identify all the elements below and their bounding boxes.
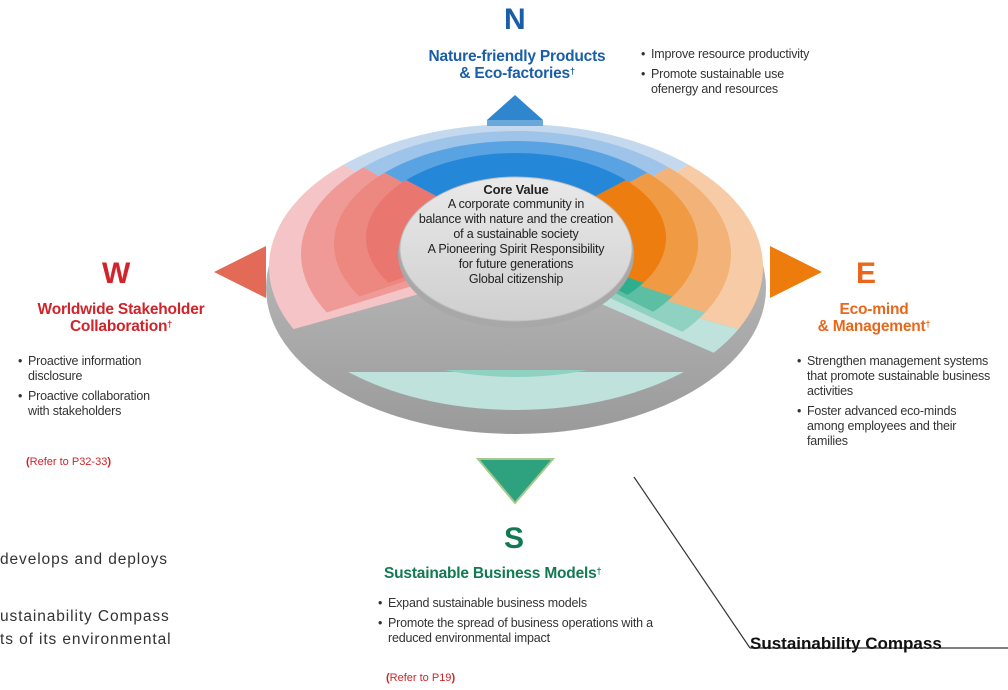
list-item: Proactive collaboration with stakeholder… bbox=[18, 389, 168, 419]
north-title-line2: & Eco-factories† bbox=[459, 65, 575, 82]
east-bullets: Strengthen management systems that promo… bbox=[797, 354, 1007, 454]
west-bullets: Proactive information disclosure Proacti… bbox=[18, 354, 168, 424]
core-value-line: A Pioneering Spirit Responsibility bbox=[427, 242, 605, 256]
list-item: Proactive information disclosure bbox=[18, 354, 168, 384]
south-page-reference: (Refer to P19) bbox=[386, 672, 456, 684]
list-item: Promote sustainable use ofenergy and res… bbox=[641, 67, 811, 97]
body-text-line: develops and deploys bbox=[0, 551, 168, 568]
north-letter: N bbox=[504, 3, 526, 36]
west-title-line2: Collaboration† bbox=[69, 318, 173, 335]
north-title: Nature-friendly Products & Eco-factories… bbox=[404, 48, 630, 82]
north-dagger: † bbox=[569, 66, 575, 76]
list-item: Promote the spread of business operation… bbox=[378, 616, 678, 646]
diagram-caption: Sustainability Compass bbox=[750, 634, 942, 653]
caption-leader-line bbox=[633, 476, 751, 649]
core-value-line: A corporate community in bbox=[447, 197, 585, 211]
west-title-line1: Worldwide Stakeholder bbox=[37, 301, 205, 318]
east-dagger: † bbox=[925, 319, 931, 329]
core-value-ellipse bbox=[399, 176, 633, 322]
compass-ring-3 bbox=[334, 141, 698, 347]
north-arrow-base bbox=[487, 120, 543, 126]
body-text-line: ts of its environmental bbox=[0, 631, 172, 648]
list-item: Expand sustainable business models bbox=[378, 596, 678, 611]
core-value-line: Global citizenship bbox=[468, 272, 564, 286]
north-bullets: Improve resource productivity Promote su… bbox=[641, 47, 846, 102]
west-dagger: † bbox=[167, 319, 173, 329]
east-letter: E bbox=[856, 257, 877, 290]
body-text-line: ustainability Compass bbox=[0, 608, 170, 625]
east-title-line2: & Management† bbox=[817, 318, 931, 335]
core-value-line: balance with nature and the creation bbox=[418, 212, 614, 226]
west-page-reference: (Refer to P32-33) bbox=[26, 456, 111, 468]
south-arrow-icon bbox=[475, 458, 556, 505]
west-letter: W bbox=[102, 257, 131, 290]
list-item: Foster advanced eco-minds among employee… bbox=[797, 404, 982, 449]
core-value-text: Core Value A corporate community in bala… bbox=[400, 182, 632, 287]
list-item: Strengthen management systems that promo… bbox=[797, 354, 1007, 399]
east-title: Eco-mind & Management† bbox=[786, 301, 962, 335]
west-arrow-icon bbox=[214, 246, 266, 298]
east-arrow-icon bbox=[770, 246, 822, 298]
south-letter: S bbox=[504, 522, 525, 555]
core-value-title: Core Value bbox=[483, 182, 549, 197]
core-value-line: for future generations bbox=[458, 257, 574, 271]
east-title-line1: Eco-mind bbox=[839, 301, 909, 318]
west-title: Worldwide Stakeholder Collaboration† bbox=[18, 301, 224, 335]
north-arrow-icon bbox=[487, 95, 543, 120]
list-item: Improve resource productivity bbox=[641, 47, 846, 62]
south-dagger: † bbox=[596, 566, 602, 576]
north-title-line1: Nature-friendly Products bbox=[428, 48, 606, 65]
south-title: Sustainable Business Models† bbox=[384, 565, 602, 582]
core-value-line: of a sustainable society bbox=[453, 227, 579, 241]
south-bullets: Expand sustainable business models Promo… bbox=[378, 596, 678, 651]
